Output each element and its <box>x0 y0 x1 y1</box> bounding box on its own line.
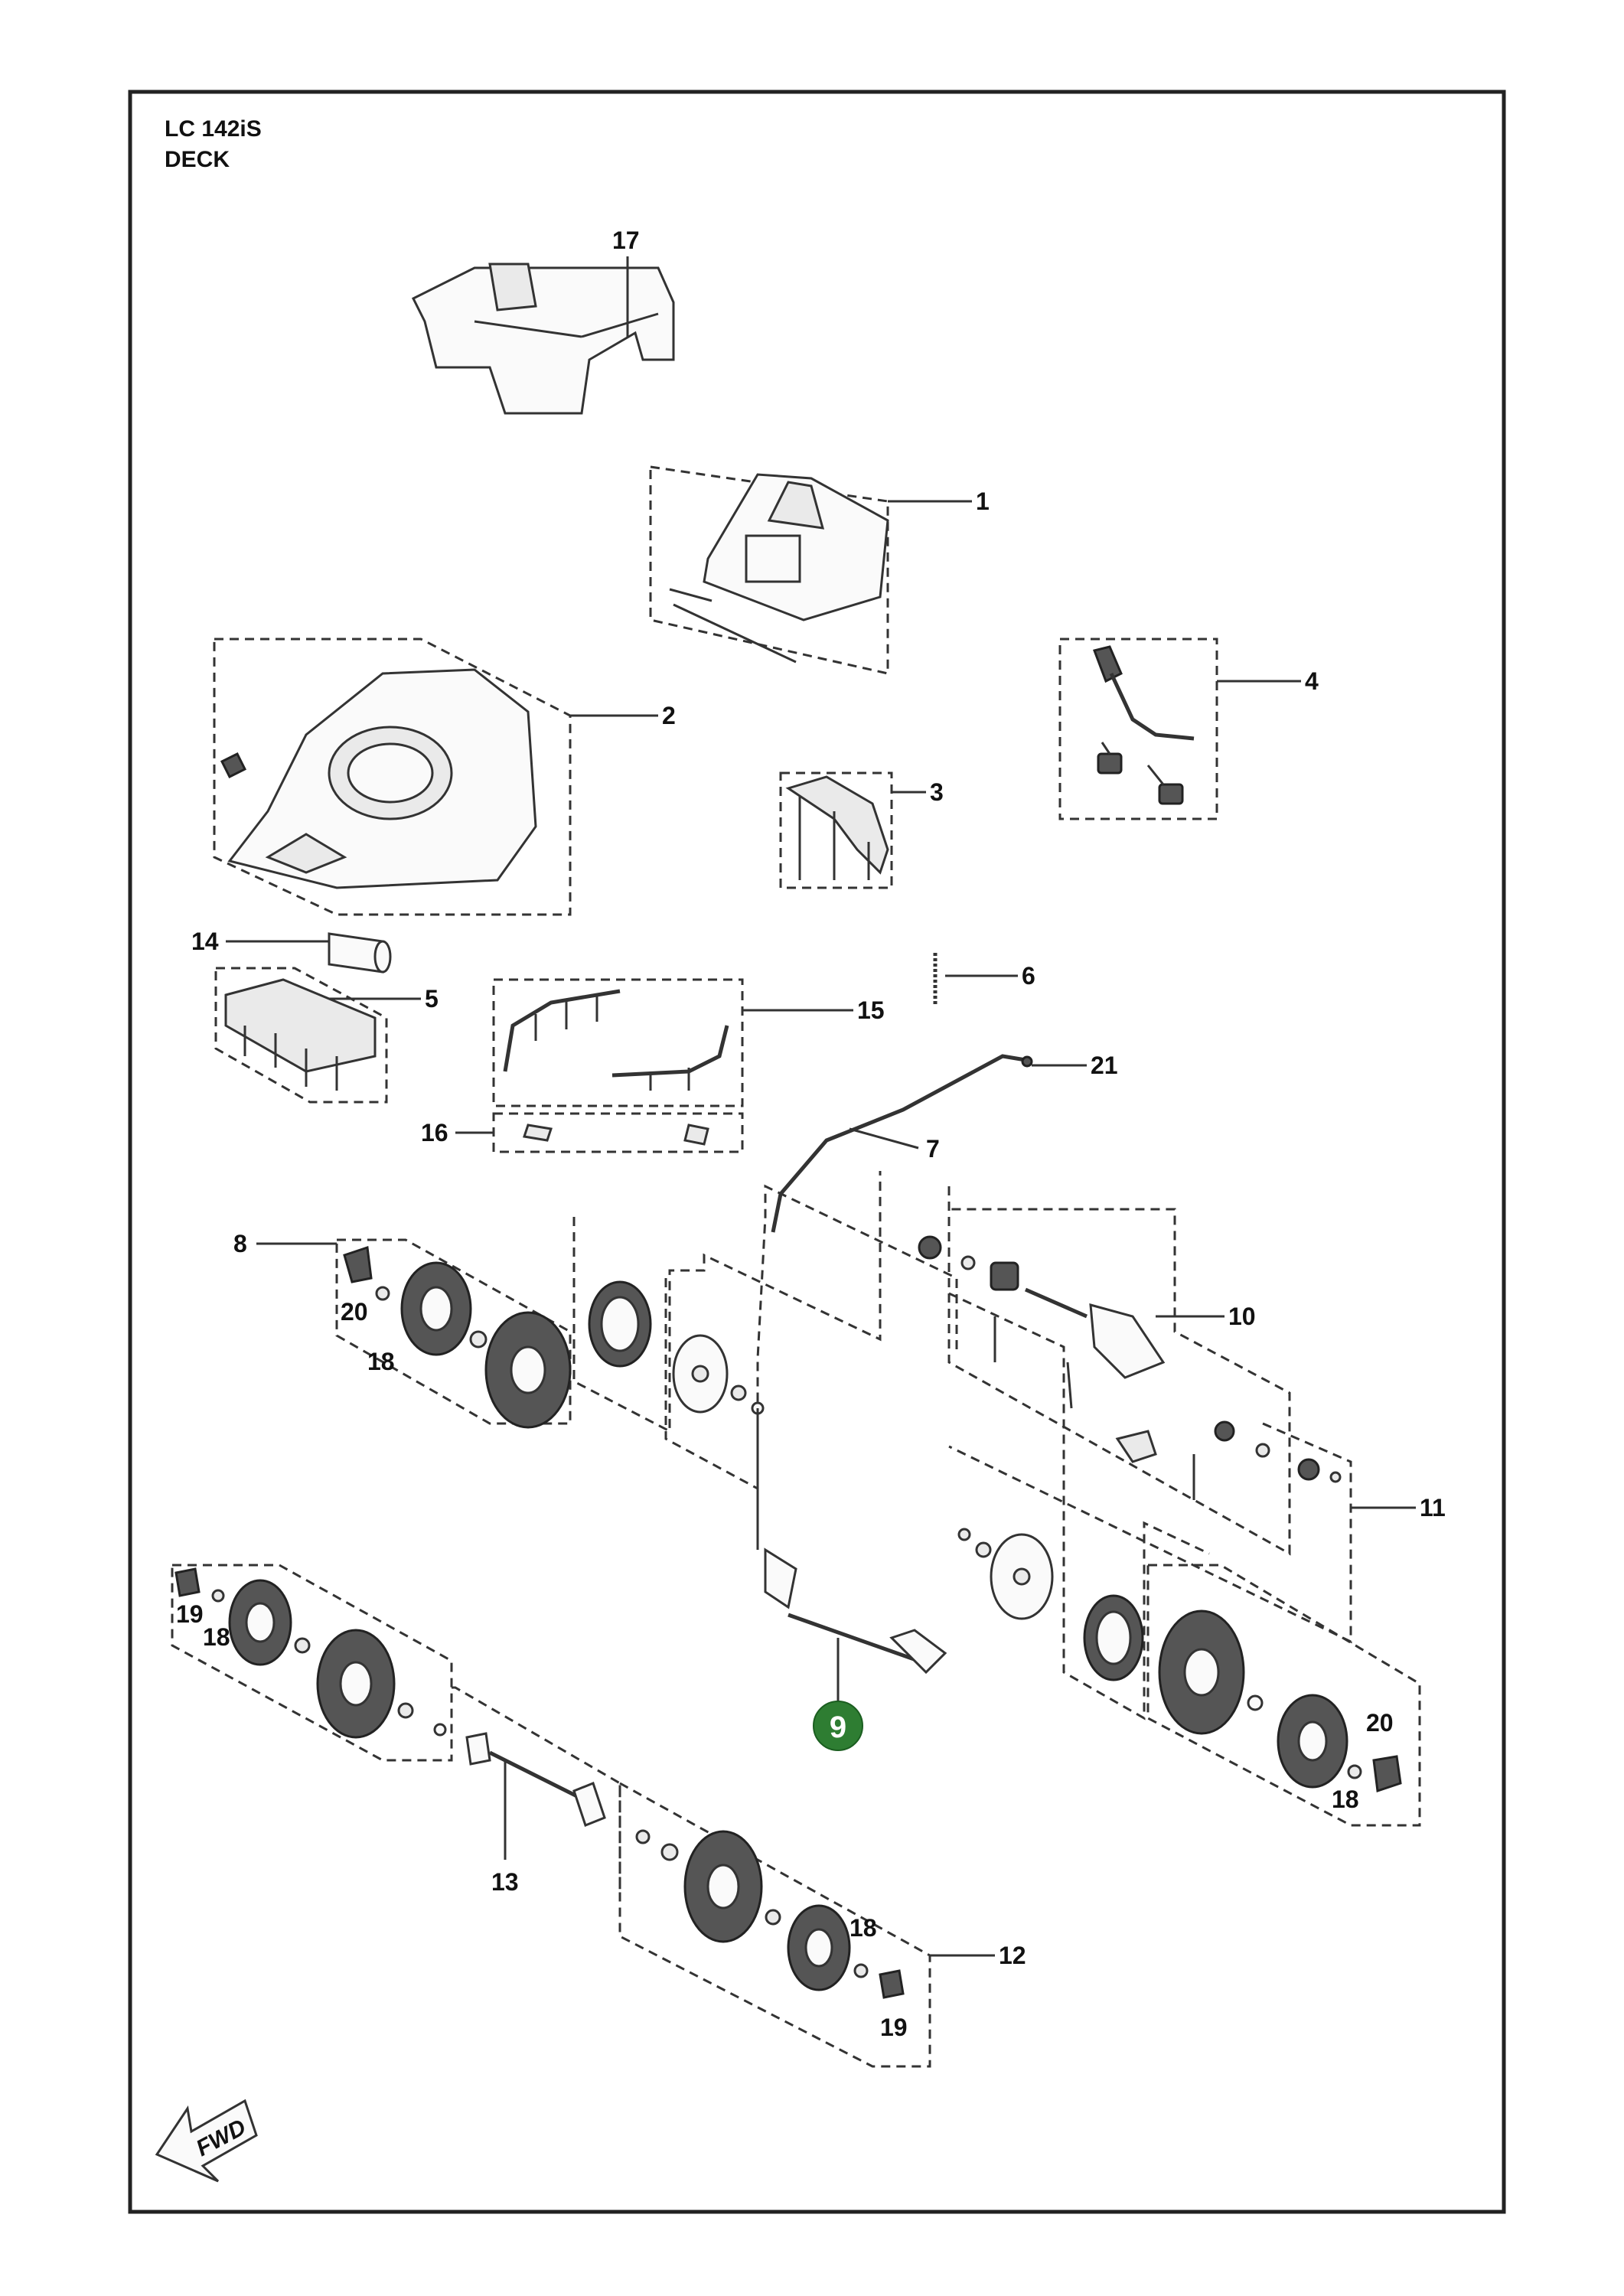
part-3-blade-guard <box>785 775 889 880</box>
group-9-box <box>664 1184 958 1491</box>
callout-3: 3 <box>930 778 944 806</box>
callout-14: 14 <box>191 928 219 955</box>
callout-18a: 18 <box>367 1348 395 1375</box>
callout-11: 11 <box>1420 1494 1446 1521</box>
model-title: LC 142iS <box>165 116 262 142</box>
part-gear-ring <box>588 1280 652 1368</box>
group-2-box <box>213 638 572 916</box>
part-gear-ring-right <box>1083 1594 1144 1681</box>
callout-13: 13 <box>491 1868 519 1896</box>
group-rear-left-box <box>171 1564 453 1762</box>
group-12-box <box>618 1781 931 2068</box>
callout-16: 16 <box>421 1119 448 1146</box>
group-3-box <box>779 771 893 889</box>
part-16-clips <box>523 1124 709 1146</box>
callout-19a: 19 <box>176 1600 204 1628</box>
group-8-box <box>335 1238 572 1425</box>
part-rear-right-wheel <box>1158 1609 1402 1793</box>
part-rear-left-wheel <box>174 1567 447 1739</box>
callout-4: 4 <box>1305 667 1319 695</box>
callout-15: 15 <box>857 996 885 1024</box>
part-12-front-wheel <box>635 1829 905 1999</box>
group-15-box <box>492 978 744 1107</box>
callout-8: 8 <box>233 1230 247 1257</box>
callout-20a: 20 <box>341 1298 368 1326</box>
highlight-badge-9[interactable] <box>813 1701 863 1751</box>
callout-19b: 19 <box>880 2014 908 2041</box>
callout-5: 5 <box>425 985 439 1013</box>
part-15-cables <box>503 989 729 1091</box>
group-5-box <box>214 967 388 1104</box>
group-13-box <box>452 1686 621 1898</box>
callout-2: 2 <box>662 702 676 729</box>
group-4-box <box>1058 638 1218 820</box>
callout-7: 7 <box>926 1135 940 1163</box>
callout-18b: 18 <box>1332 1786 1359 1813</box>
part-14-roller <box>328 932 392 974</box>
callout-1: 1 <box>976 488 990 515</box>
part-9-rear-axle <box>756 1408 947 1675</box>
part-13-front-axle <box>465 1732 606 1827</box>
page-frame <box>128 90 1506 2214</box>
group-right-wheel-box <box>1146 1564 1421 1827</box>
callout-18c: 18 <box>203 1623 230 1651</box>
part-7-handle-bar <box>771 1054 1033 1233</box>
group-11-box <box>948 1422 1352 1644</box>
part-drive-disc-left <box>672 1334 765 1415</box>
group-gearbox-box <box>572 1171 882 1433</box>
callout-21: 21 <box>1091 1052 1118 1079</box>
part-1-motor-cover <box>669 473 889 664</box>
callout-10: 10 <box>1228 1303 1256 1330</box>
part-4-height-lever <box>1093 645 1195 805</box>
part-17-catcher-cover <box>411 256 675 415</box>
part-2-deck <box>220 668 537 889</box>
callout-18d: 18 <box>850 1914 877 1942</box>
section-title: DECK <box>165 147 230 172</box>
part-8-wheel-assembly <box>343 1245 572 1429</box>
part-drive-disc-right <box>957 1528 1054 1620</box>
callout-12: 12 <box>999 1942 1026 1969</box>
leader-7 <box>849 1127 919 1150</box>
forward-direction-arrow-icon: FWD <box>155 2099 258 2183</box>
callout-20b: 20 <box>1366 1709 1394 1737</box>
highlight-label-9[interactable]: 9 <box>830 1711 846 1744</box>
part-10-drive-motor <box>918 1235 1270 1500</box>
group-10-box <box>947 1186 1291 1556</box>
part-5-rear-flap <box>224 978 377 1091</box>
callout-17: 17 <box>612 227 640 254</box>
group-axle-box <box>948 1292 1210 1720</box>
callout-6: 6 <box>1022 962 1035 990</box>
part-11-gear <box>1297 1458 1342 1483</box>
